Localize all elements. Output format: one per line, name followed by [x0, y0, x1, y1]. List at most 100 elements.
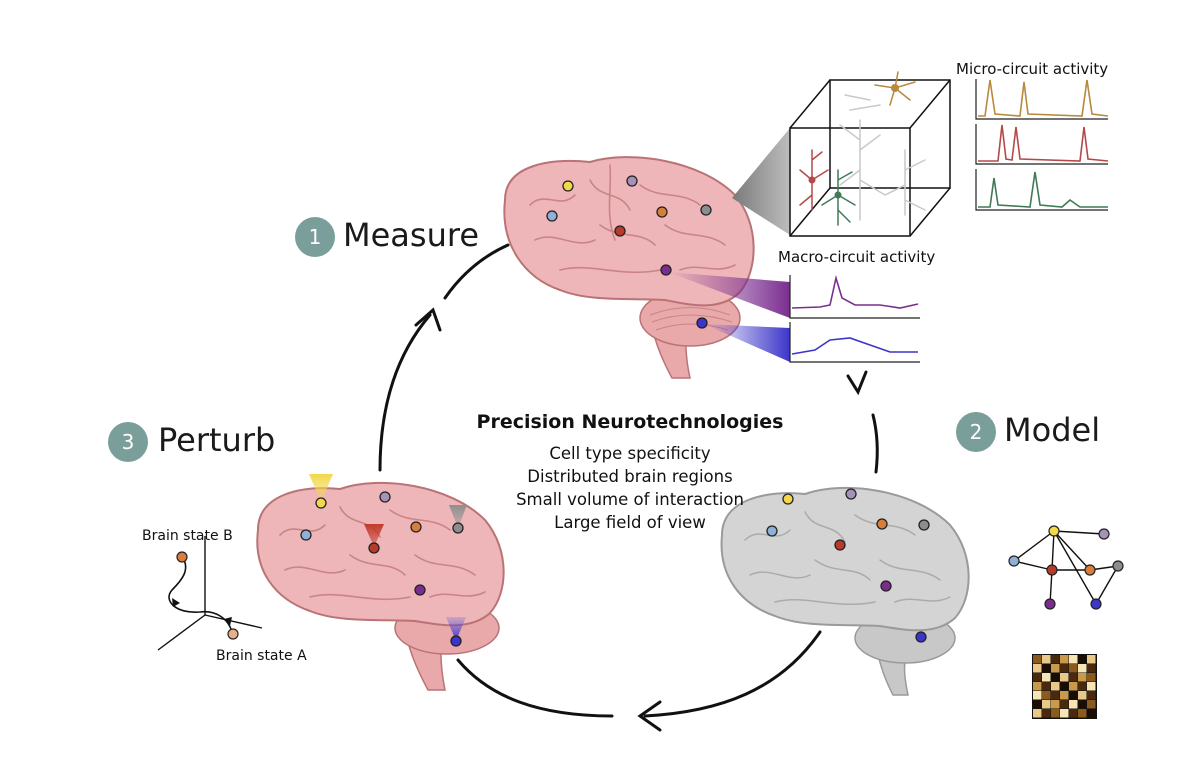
perturb-title: Perturb — [158, 421, 276, 459]
electrode-blue — [696, 317, 708, 329]
stim-cone-yellow — [309, 474, 333, 502]
center-item: Small volume of interaction — [516, 490, 744, 509]
matrix-cell — [1069, 709, 1078, 718]
matrix-cell — [1087, 700, 1096, 709]
electrode-orange — [656, 206, 668, 218]
badge-model — [956, 412, 996, 452]
matrix-cell — [1042, 700, 1051, 709]
matrix-cell — [1033, 655, 1042, 664]
micro-circuit-label: Micro-circuit activity — [956, 60, 1109, 78]
matrix-cell — [1060, 709, 1069, 718]
stim-cone-red — [364, 524, 384, 547]
arc-model-to-perturb — [643, 630, 822, 718]
matrix-cell — [1087, 655, 1096, 664]
brain-state-b-label: Brain state B — [142, 528, 233, 544]
brain-model — [720, 486, 970, 696]
arrowhead-up — [414, 307, 442, 332]
network-graph — [1008, 525, 1124, 610]
center-title: Precision Neurotechnologies — [476, 411, 784, 433]
matrix-cell — [1069, 682, 1078, 691]
microcircuit-cube — [789, 79, 951, 237]
matrix-cell — [1051, 664, 1060, 673]
matrix-cell — [1069, 691, 1078, 700]
matrix-cell — [1087, 673, 1096, 682]
zoom-cone — [732, 128, 790, 235]
matrix-cell — [1042, 682, 1051, 691]
matrix-cell — [1069, 700, 1078, 709]
electrode-yellow — [562, 180, 574, 192]
matrix-cell — [1051, 691, 1060, 700]
matrix-cell — [1051, 700, 1060, 709]
matrix-cell — [1087, 682, 1096, 691]
state-space-plot — [157, 536, 263, 651]
matrix-cell — [1060, 682, 1069, 691]
matrix-cell — [1087, 691, 1096, 700]
connectivity-matrix — [1032, 654, 1097, 719]
neurons — [799, 71, 926, 226]
arc-perturb-in — [456, 658, 614, 718]
electrode-gray — [700, 204, 712, 216]
matrix-cell — [1051, 673, 1060, 682]
matrix-cell — [1033, 673, 1042, 682]
step-badges — [108, 217, 996, 462]
arc-perturb-to-measure — [378, 313, 432, 472]
center-item: Distributed brain regions — [527, 467, 733, 486]
micro-traces — [975, 79, 1109, 211]
arc-measure-to-model — [871, 413, 879, 474]
matrix-cell — [1033, 682, 1042, 691]
matrix-cell — [1078, 682, 1087, 691]
matrix-cell — [1051, 655, 1060, 664]
matrix-cell — [1078, 664, 1087, 673]
badge-measure — [295, 217, 335, 257]
matrix-cell — [1060, 691, 1069, 700]
matrix-cell — [1042, 655, 1051, 664]
matrix-cell — [1051, 709, 1060, 718]
matrix-cell — [1042, 691, 1051, 700]
matrix-cell — [1069, 673, 1078, 682]
measure-title: Measure — [343, 216, 479, 254]
matrix-cell — [1033, 691, 1042, 700]
center-item: Large field of view — [554, 513, 706, 532]
macro-circuit-label: Macro-circuit activity — [778, 248, 936, 266]
brain-state-a-label: Brain state A — [216, 648, 307, 664]
brain-measure — [503, 156, 755, 379]
matrix-cell — [1033, 709, 1042, 718]
electrode-red — [614, 225, 626, 237]
cycle-arrows — [378, 243, 879, 732]
matrix-cell — [1078, 673, 1087, 682]
measure-number: 1 — [308, 225, 322, 249]
state-b-point — [176, 551, 188, 563]
matrix-cell — [1051, 682, 1060, 691]
blue-beam — [704, 324, 790, 362]
matrix-cell — [1078, 691, 1087, 700]
electrode-lightblue — [546, 210, 558, 222]
stim-cone-gray — [449, 505, 467, 528]
matrix-cell — [1042, 673, 1051, 682]
matrix-cell — [1087, 664, 1096, 673]
matrix-cell — [1078, 709, 1087, 718]
macro-traces — [789, 274, 920, 363]
model-number: 2 — [969, 420, 983, 444]
state-a-point — [227, 628, 239, 640]
matrix-cell — [1078, 655, 1087, 664]
arc-measure-in — [443, 243, 510, 300]
matrix-cell — [1060, 655, 1069, 664]
model-title: Model — [1004, 411, 1101, 449]
matrix-cell — [1042, 709, 1051, 718]
matrix-cell — [1078, 700, 1087, 709]
matrix-cell — [1069, 664, 1078, 673]
electrode-purple — [660, 264, 672, 276]
matrix-cell — [1060, 700, 1069, 709]
matrix-cell — [1042, 664, 1051, 673]
arrowhead-down — [846, 370, 868, 396]
center-item: Cell type specificity — [549, 444, 711, 463]
brain-perturb — [256, 474, 505, 691]
matrix-cell — [1060, 664, 1069, 673]
matrix-cell — [1033, 700, 1042, 709]
purple-beam — [668, 272, 790, 318]
matrix-cell — [1033, 664, 1042, 673]
perturb-number: 3 — [121, 430, 135, 454]
matrix-cell — [1087, 709, 1096, 718]
